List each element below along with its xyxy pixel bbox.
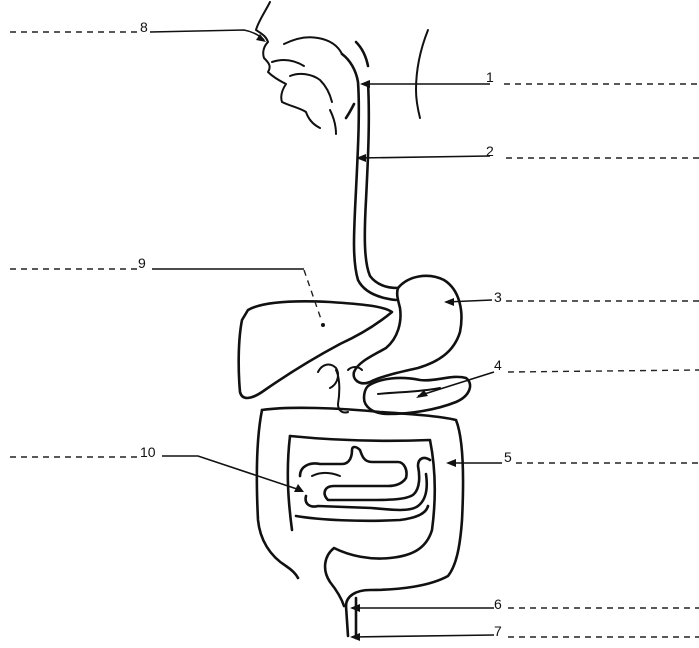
label-number: 9	[138, 255, 146, 271]
label-5: 5	[446, 449, 699, 467]
label-number: 4	[494, 357, 502, 373]
label-3: 3	[444, 289, 699, 306]
label-8: 8	[10, 19, 266, 42]
label-1: 1	[360, 69, 699, 88]
label-6: 6	[350, 596, 699, 612]
label-number: 8	[140, 19, 148, 35]
label-number: 3	[494, 289, 502, 305]
label-number: 10	[140, 444, 156, 460]
label-number: 7	[494, 623, 502, 639]
label-9: 9	[10, 255, 325, 327]
label-10: 10	[10, 444, 304, 492]
label-number: 1	[486, 69, 494, 85]
label-number: 6	[494, 596, 502, 612]
head-outline	[256, 2, 428, 134]
rectum-anus	[346, 598, 356, 638]
pancreas	[364, 377, 470, 414]
label-2: 2	[356, 143, 699, 162]
label-number: 5	[504, 449, 512, 465]
small-intestine	[296, 447, 430, 521]
label-7: 7	[350, 623, 699, 641]
label-number: 2	[486, 143, 494, 159]
